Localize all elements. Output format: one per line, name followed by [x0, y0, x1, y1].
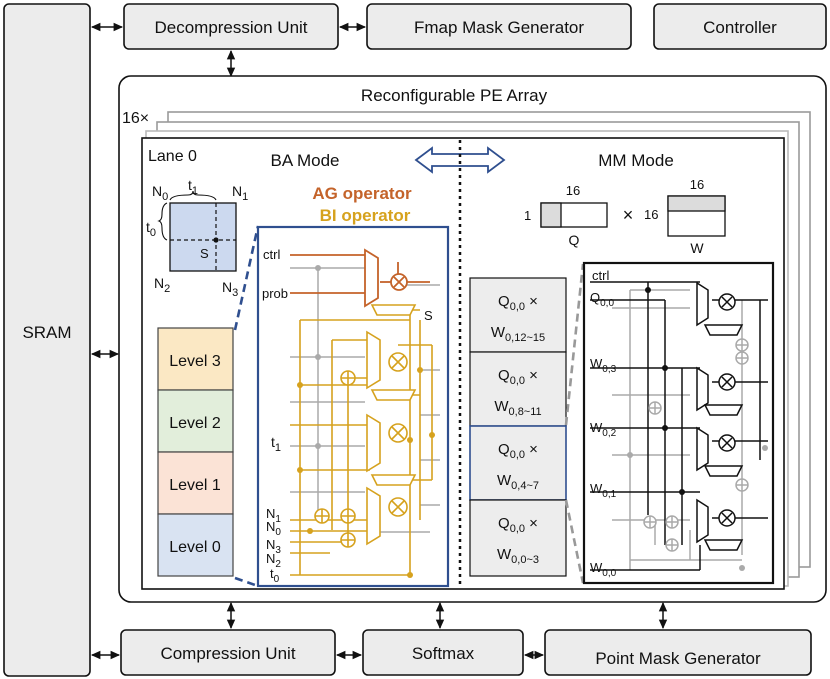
svg-text:Level 1: Level 1: [169, 477, 221, 494]
mm-op-stack: Q0,0 × W0,12~15 Q0,0 × W0,8~11 Q0,0 × W0…: [469, 277, 567, 577]
q-cols-label: 16: [566, 183, 580, 198]
mm-op-2: Q0,0 × W0,8~11: [469, 351, 567, 427]
grid-n2-label: N2: [154, 275, 170, 295]
level-0: Level 0: [157, 513, 234, 577]
grid-n3-label: N3: [222, 279, 238, 299]
svg-text:Q0,0 ×: Q0,0 ×: [498, 515, 538, 535]
mode-switch-arrow: [414, 146, 506, 174]
svg-text:Q0,0 ×: Q0,0 ×: [498, 441, 538, 461]
signal-ctrl: ctrl: [263, 247, 280, 262]
fmap-mask-generator-block: Fmap Mask Generator: [366, 3, 632, 50]
mm-adder-icon: [643, 338, 749, 552]
signal-s: S: [424, 308, 433, 323]
zoom-line-ba-bottom: [234, 576, 259, 588]
point-mask-generator-block: Point Mask Generator: [544, 629, 812, 676]
lane-label: Lane 0: [148, 148, 197, 165]
signal-prob: prob: [262, 286, 288, 301]
times-symbol: ×: [623, 205, 634, 225]
w-label: W: [690, 240, 704, 256]
svg-text:W0,8~11: W0,8~11: [494, 398, 541, 418]
mm-signal-w03: W0,3: [590, 356, 617, 375]
sram-block: SRAM: [3, 3, 91, 677]
mm-multiply-icon: [718, 293, 736, 527]
ba-mode-label: BA Mode: [271, 151, 340, 170]
q-label: Q: [569, 232, 580, 248]
sram-label: SRAM: [22, 323, 71, 342]
grid-n1-label: N1: [232, 183, 248, 203]
mm-matrices: 16 1 Q × 16 16 W: [524, 177, 726, 256]
svg-text:W0,0~3: W0,0~3: [497, 546, 539, 566]
svg-text:Level 0: Level 0: [169, 539, 221, 556]
svg-text:Q0,0 ×: Q0,0 ×: [498, 293, 538, 313]
bilinear-grid: N0 N1 N2 N3 t1 t0 S: [146, 177, 248, 299]
mm-signal-w02: W0,2: [590, 420, 617, 439]
svg-text:W0,4~7: W0,4~7: [497, 472, 539, 492]
ag-multiply-icon: [390, 273, 408, 291]
softmax-block: Softmax: [362, 629, 524, 676]
level-stack: Level 3 Level 2 Level 1 Level 0: [157, 327, 234, 577]
level-2: Level 2: [157, 389, 234, 453]
zoom-line-ba-top: [233, 225, 260, 331]
replication-label: 16×: [122, 110, 149, 127]
w-cols-label: 16: [690, 177, 704, 192]
grid-t0-label: t0: [146, 219, 156, 239]
w-rows-label: 16: [644, 207, 658, 222]
mm-op-0: Q0,0 × W0,0~3: [469, 499, 567, 577]
compression-unit-block: Compression Unit: [120, 629, 336, 676]
ba-operator-circuit: ctrl prob S t1 N1 N0 N3 N2 t0: [256, 225, 450, 588]
signal-t0: t0: [270, 566, 280, 585]
fmap-mask-generator-label: Fmap Mask Generator: [414, 18, 584, 37]
signal-n1: N1: [266, 506, 281, 525]
ag-operator-label: AG operator: [312, 184, 412, 203]
q-rows-label: 1: [524, 208, 531, 223]
mm-op-3: Q0,0 × W0,12~15: [469, 277, 567, 353]
grid-n0-label: N0: [152, 183, 168, 203]
decompression-unit-label: Decompression Unit: [154, 18, 307, 37]
multiply-icon: [388, 352, 408, 517]
signal-n3: N3: [266, 537, 281, 556]
level-3: Level 3: [157, 327, 234, 391]
mm-operator-circuit: ctrl Q0,0 W0,3 W0,2 W0,1 W0,0: [582, 261, 775, 585]
svg-text:Q0,0 ×: Q0,0 ×: [498, 367, 538, 387]
decompression-unit-block: Decompression Unit: [123, 3, 339, 50]
level-1: Level 1: [157, 451, 234, 515]
zoom-line-mm-top: [564, 263, 585, 426]
pe-array-title: Reconfigurable PE Array: [361, 86, 548, 105]
compression-unit-label: Compression Unit: [160, 644, 295, 663]
mm-mode-label: MM Mode: [598, 151, 674, 170]
mm-signal-ctrl: ctrl: [592, 268, 609, 283]
signal-t1: t1: [271, 434, 281, 454]
softmax-label: Softmax: [412, 644, 475, 663]
controller-block: Controller: [653, 3, 827, 50]
bi-operator-label: BI operator: [320, 206, 411, 225]
mm-signal-q00: Q0,0: [590, 290, 614, 309]
svg-text:Level 3: Level 3: [169, 353, 221, 370]
signal-n2: N2: [266, 551, 281, 570]
adder-icon: [314, 370, 356, 548]
grid-s-label: S: [200, 246, 209, 261]
svg-text:Level 2: Level 2: [169, 415, 221, 432]
bus-arrows: [90, 22, 668, 660]
signal-n0: N0: [266, 519, 281, 538]
zoom-line-mm-bottom: [564, 499, 585, 584]
controller-label: Controller: [703, 18, 777, 37]
mm-signal-w01: W0,1: [590, 481, 617, 500]
point-mask-generator-label: Point Mask Generator: [595, 649, 761, 668]
mm-signal-w00: W0,0: [590, 560, 617, 579]
mm-op-1: Q0,0 × W0,4~7: [469, 425, 567, 501]
svg-text:W0,12~15: W0,12~15: [491, 324, 545, 344]
grid-t1-label: t1: [188, 177, 198, 197]
